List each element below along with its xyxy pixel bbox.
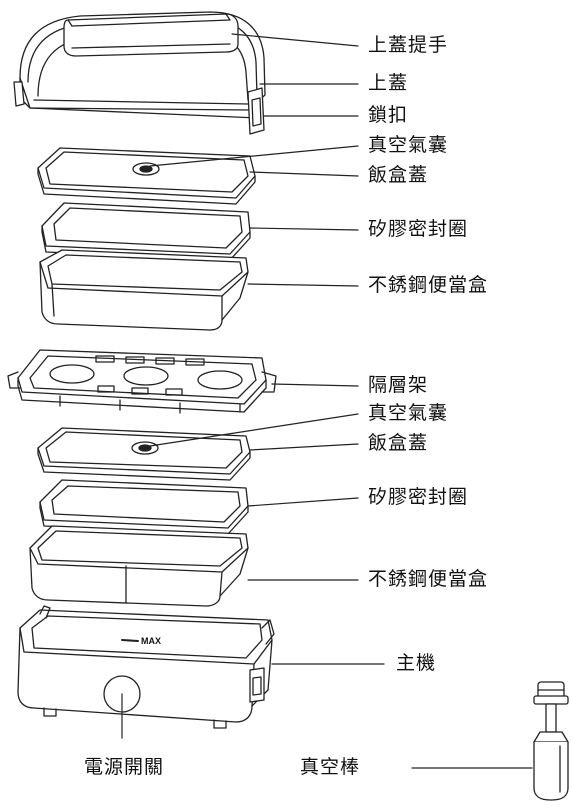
steel-box-2 — [29, 525, 249, 607]
label-rack: 隔層架 — [368, 374, 429, 396]
label-steel-box-1: 不銹鋼便當盒 — [368, 274, 489, 296]
label-gasket-2: 矽膠密封圈 — [368, 486, 469, 508]
leader-lines — [121, 33, 533, 769]
box-lid-2 — [37, 427, 251, 481]
max-mark: MAX — [141, 636, 161, 646]
label-main-unit: 主機 — [396, 652, 437, 674]
box-lid-1 — [37, 147, 256, 205]
label-vacuum-valve-2: 真空氣囊 — [368, 402, 449, 424]
label-gasket-1: 矽膠密封圈 — [368, 218, 469, 240]
top-lid — [13, 11, 266, 135]
vacuum-rod — [533, 681, 569, 801]
latch — [247, 87, 265, 135]
label-power-switch: 電源開關 — [84, 756, 165, 778]
main-unit — [17, 605, 275, 729]
label-latch: 鎖扣 — [368, 104, 409, 126]
gasket-1 — [41, 202, 251, 261]
label-vacuum-rod: 真空棒 — [300, 756, 361, 778]
gasket-2 — [39, 479, 249, 535]
label-box-lid-2: 飯盒蓋 — [368, 432, 429, 454]
label-lid: 上蓋 — [368, 72, 409, 94]
steel-box-1 — [39, 249, 249, 331]
label-vacuum-valve-1: 真空氣囊 — [368, 134, 449, 156]
label-lid-handle: 上蓋提手 — [368, 34, 449, 56]
label-box-lid-1: 飯盒蓋 — [368, 164, 429, 186]
rack — [7, 349, 277, 414]
label-steel-box-2: 不銹鋼便當盒 — [368, 568, 489, 590]
